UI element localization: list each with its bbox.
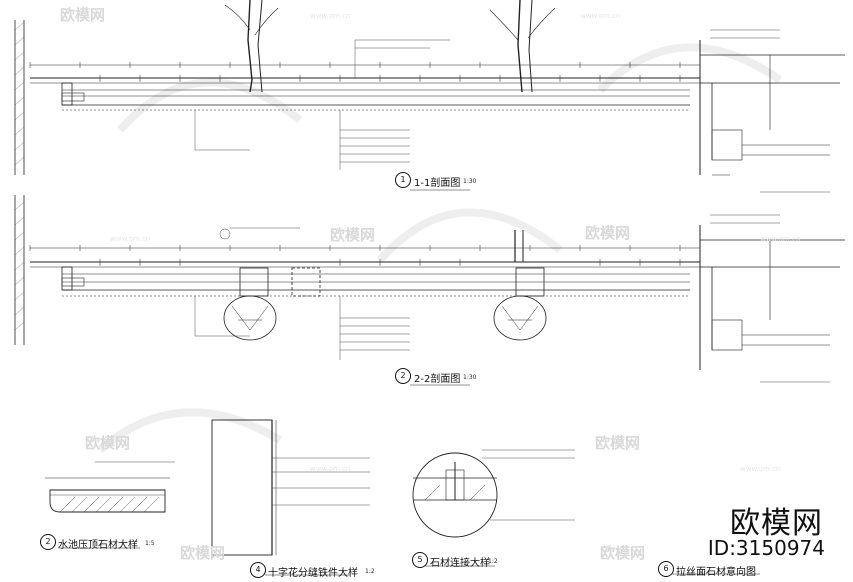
watermark-url: www.om.cn bbox=[740, 465, 781, 473]
title-underlines bbox=[58, 189, 760, 576]
detail-scale: 1:2 bbox=[488, 558, 498, 565]
watermark-url: www.om.cn bbox=[310, 465, 351, 473]
watermark-url: www.om.cn bbox=[760, 235, 801, 243]
section-1-1-leaders bbox=[194, 29, 830, 193]
watermark-url: www.om.cn bbox=[310, 12, 351, 20]
section-title: 2-2剖面图 bbox=[414, 374, 461, 385]
watermark-text: 欧模网 bbox=[595, 434, 641, 452]
brand-id: ID:3150974 bbox=[707, 536, 825, 560]
section-2-2-leaders bbox=[194, 214, 830, 383]
brand-logo-text: 欧模网 bbox=[730, 506, 823, 541]
section-number: 1 bbox=[395, 172, 411, 188]
watermark-arcs bbox=[97, 43, 783, 454]
detail-number: 6 bbox=[658, 561, 674, 577]
watermark-text: 欧模网 bbox=[330, 226, 376, 244]
detail-number: 2 bbox=[40, 534, 56, 550]
section-2-2-ticks bbox=[29, 245, 681, 266]
detail-number: 5 bbox=[412, 552, 428, 568]
section-scale: 1:30 bbox=[463, 178, 477, 185]
watermark-url: www.om.cn bbox=[580, 12, 621, 20]
watermark-text: 欧模网 bbox=[85, 434, 131, 452]
watermark-text: 欧模网 bbox=[180, 544, 226, 562]
watermark-text: 欧模网 bbox=[60, 6, 106, 24]
detail-stone-connection bbox=[412, 449, 575, 538]
detail-cross-joint bbox=[211, 419, 370, 556]
detail-title: 水池压顶石材大样 bbox=[58, 540, 138, 551]
detail-title: 石材连接大样 bbox=[430, 558, 490, 569]
detail-title: 拉丝面石材意向图 bbox=[676, 567, 756, 578]
section-1-1 bbox=[30, 0, 845, 176]
section-number: 2 bbox=[395, 368, 411, 384]
left-hatch bbox=[14, 21, 25, 331]
watermark-url: www.om.cn bbox=[110, 235, 151, 243]
section-1-1-ticks bbox=[29, 62, 681, 82]
watermark-text: 欧模网 bbox=[585, 224, 631, 242]
watermark-text: 欧模网 bbox=[600, 544, 646, 562]
section-title: 1-1剖面图 bbox=[414, 178, 461, 189]
detail-coping-stone bbox=[45, 461, 175, 513]
detail-scale: 1:2 bbox=[365, 568, 375, 575]
detail-number: 4 bbox=[250, 562, 266, 578]
detail-scale: 1:5 bbox=[145, 540, 155, 547]
section-2-2 bbox=[30, 225, 845, 370]
section-scale: 1:30 bbox=[463, 374, 477, 381]
detail-title: 十字花分缝铁件大样 bbox=[268, 568, 358, 579]
